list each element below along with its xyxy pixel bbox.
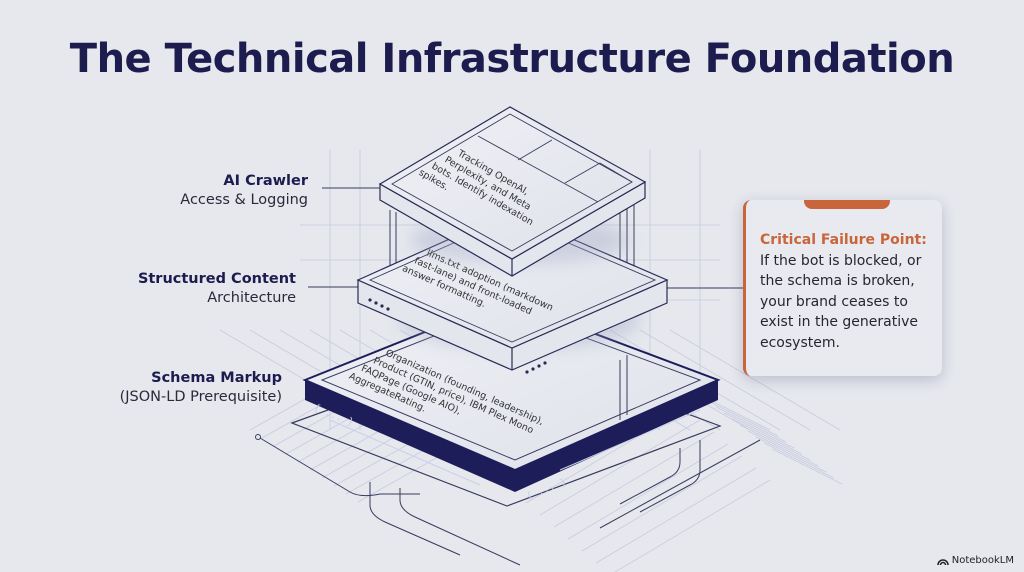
- grid-line: [755, 436, 827, 473]
- label-structured-content: Structured Content Architecture: [80, 270, 296, 308]
- grid-line: [731, 418, 803, 455]
- grid-line: [595, 467, 757, 564]
- grid-line: [723, 412, 795, 449]
- grid-line: [333, 440, 415, 487]
- label-ai-crawler-subtitle: Access & Logging: [180, 192, 308, 208]
- label-ai-crawler-title: AI Crawler: [223, 173, 308, 189]
- status-dots-right: [525, 361, 547, 374]
- grid-line: [345, 448, 427, 495]
- critical-failure-callout: Critical Failure Point: If the bot is bl…: [743, 200, 942, 376]
- callout-heading: Critical Failure Point:: [760, 232, 927, 248]
- label-structured-content-title: Structured Content: [137, 271, 296, 287]
- grid-line: [669, 329, 841, 431]
- grid-line: [763, 442, 835, 479]
- layer-schema-markup: { ... } { ... } Organization (founding, …: [290, 298, 722, 507]
- grid-line: [707, 400, 779, 437]
- label-schema-markup-subtitle: (JSON-LD Prerequisite): [119, 389, 282, 405]
- label-structured-content-subtitle: Architecture: [207, 290, 296, 306]
- notebooklm-logo-icon: [937, 558, 949, 565]
- grid-line: [739, 424, 811, 461]
- grid-line: [567, 443, 729, 540]
- circuit-traces: [369, 440, 701, 566]
- grid-line: [553, 431, 715, 528]
- grid-line: [771, 448, 843, 485]
- panel-lines: [477, 135, 633, 203]
- brand-watermark: NotebookLM: [937, 555, 1014, 566]
- status-dots-left: [368, 298, 390, 311]
- grid-line: [614, 479, 771, 572]
- grid-line: [309, 424, 391, 471]
- grid-line: [539, 419, 701, 516]
- grid-line: [639, 329, 811, 431]
- callout-body: If the bot is blocked, or the schema is …: [760, 252, 922, 351]
- label-schema-markup-title: Schema Markup: [151, 370, 282, 386]
- grid-line: [321, 432, 403, 479]
- label-ai-crawler: AI Crawler Access & Logging: [100, 172, 308, 210]
- layer-ai-crawler: Tracking OpenAI, Perplexity, and Meta bo…: [378, 106, 647, 277]
- label-connectors: [255, 187, 761, 529]
- label-schema-markup: Schema Markup (JSON-LD Prerequisite): [60, 369, 282, 407]
- page-title: The Technical Infrastructure Foundation: [69, 36, 955, 82]
- callout-tab-accent: [804, 200, 890, 209]
- grid-line: [747, 430, 819, 467]
- grid-line: [357, 456, 439, 503]
- grid-line: [581, 455, 743, 552]
- grid-line: [715, 406, 787, 443]
- brand-name: NotebookLM: [951, 555, 1014, 566]
